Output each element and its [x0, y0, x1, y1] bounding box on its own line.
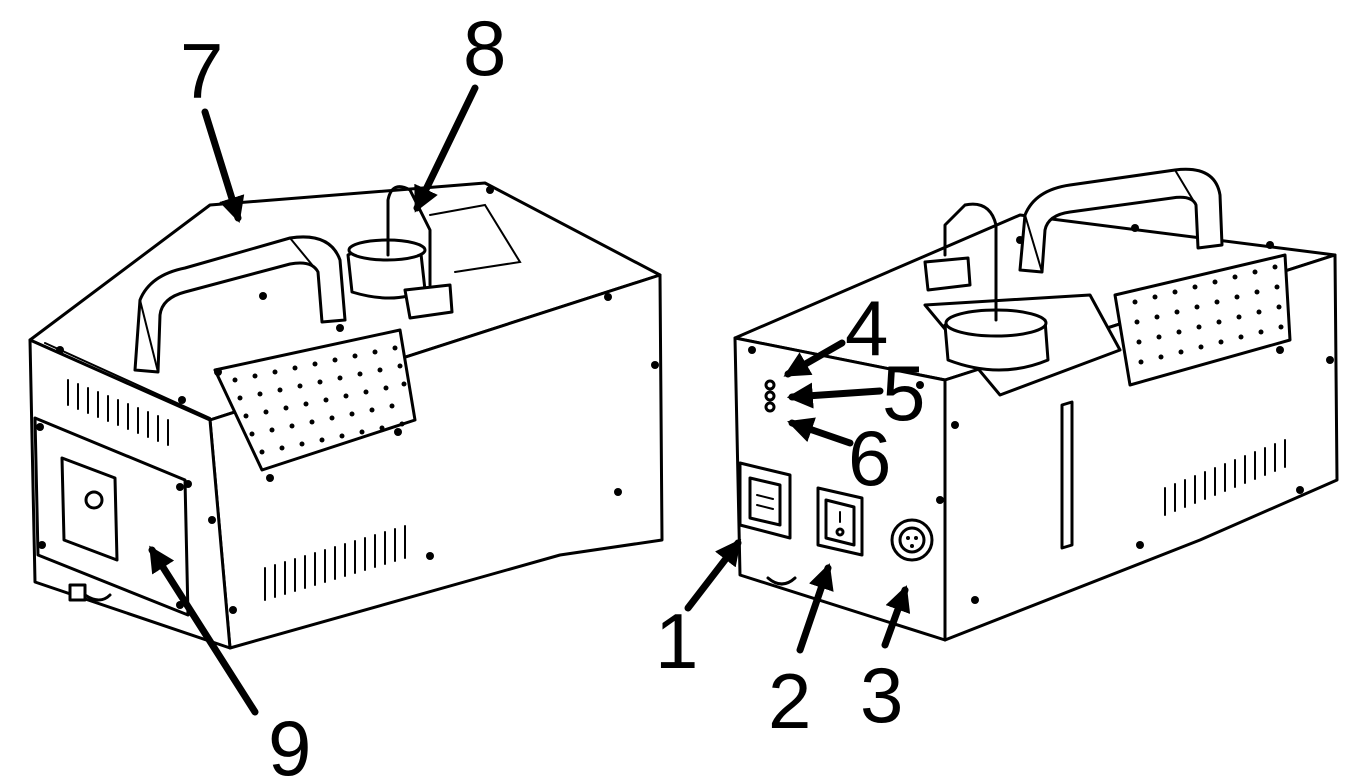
callout-9: 9: [268, 704, 311, 782]
right-side-slot: [1060, 400, 1074, 550]
left-side-vents: [264, 525, 406, 601]
left-tube-fitting: [403, 283, 454, 320]
left-machine: [28, 181, 664, 650]
arrow-1: [684, 538, 742, 612]
left-plate-button: [84, 490, 104, 510]
arrow-3: [881, 585, 911, 649]
right-tube-fitting: [923, 256, 972, 292]
left-grille: [213, 328, 417, 472]
callout-5: 5: [882, 349, 925, 437]
callout-6: 6: [848, 414, 891, 502]
right-machine: [733, 167, 1339, 642]
callout-7: 7: [180, 27, 223, 115]
arrow-6: [787, 417, 854, 447]
right-machine-rear: [733, 336, 947, 642]
callout-1: 1: [655, 597, 698, 685]
arrow-8: [413, 84, 479, 213]
callout-2: 2: [768, 657, 811, 745]
arrow-7: [201, 108, 245, 223]
arrow-9: [148, 545, 259, 716]
left-front-vents: [67, 379, 169, 446]
callout-8: 8: [463, 4, 506, 92]
left-plate-window: [60, 456, 119, 562]
arrow-5: [786, 382, 884, 409]
right-fluid-tube: [943, 202, 998, 322]
callout-3: 3: [860, 651, 903, 739]
left-fluid-tube: [386, 185, 432, 287]
arrow-2: [796, 563, 834, 654]
right-grille: [1113, 253, 1292, 387]
arrow-4: [783, 339, 846, 378]
indicator-leds: [764, 379, 776, 413]
callout-labels: 7 8 9 1 2 3 4 5 6: [180, 4, 925, 782]
right-side-vents: [1164, 439, 1286, 516]
callout-arrows: [148, 84, 911, 716]
callout-4: 4: [845, 284, 888, 372]
left-handle: [133, 235, 347, 374]
right-handle: [1018, 167, 1224, 274]
